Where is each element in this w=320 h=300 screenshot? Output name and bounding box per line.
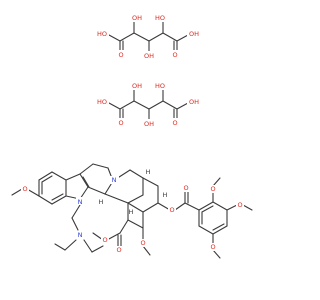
svg-text:N: N bbox=[112, 176, 117, 184]
atom-label: O bbox=[116, 50, 125, 59]
atom-label: H bbox=[163, 191, 168, 199]
bonds bbox=[108, 21, 189, 54]
atom-label: HO bbox=[154, 14, 167, 22]
svg-text:O: O bbox=[116, 246, 121, 254]
svg-text:OH: OH bbox=[144, 52, 154, 60]
atom-label: HO bbox=[95, 98, 109, 107]
atom-label: OH bbox=[102, 110, 103, 111]
atom-label: O bbox=[116, 118, 125, 127]
svg-text:H: H bbox=[99, 198, 104, 206]
atom-label: OH bbox=[187, 98, 201, 107]
svg-text:OH: OH bbox=[144, 120, 154, 128]
atom-label: O bbox=[209, 243, 217, 251]
atom-label: OH bbox=[187, 30, 201, 39]
svg-text:OH: OH bbox=[189, 98, 199, 106]
svg-text:O: O bbox=[118, 119, 123, 127]
alkaloid-molecule: O N N N H H H H O O O O O O O O O bbox=[11, 163, 253, 259]
svg-text:OH: OH bbox=[132, 82, 142, 90]
svg-text:O: O bbox=[102, 236, 107, 244]
svg-text:O: O bbox=[172, 51, 177, 59]
svg-text:HO: HO bbox=[97, 98, 107, 106]
svg-text:HO: HO bbox=[155, 14, 165, 22]
svg-text:O: O bbox=[237, 201, 242, 209]
bonds bbox=[108, 89, 189, 122]
atom-label: O bbox=[139, 239, 147, 247]
svg-text:O: O bbox=[140, 239, 145, 247]
tartaric-acid-2: O OH HO OH O OH HO OH bbox=[95, 82, 201, 128]
svg-text:O: O bbox=[22, 185, 27, 193]
svg-text:O: O bbox=[183, 184, 188, 192]
atom-label: O bbox=[171, 118, 180, 127]
atom-label: OH bbox=[143, 51, 156, 60]
svg-text:O: O bbox=[210, 185, 215, 193]
svg-text:O: O bbox=[210, 243, 215, 251]
atom-label: O bbox=[171, 50, 180, 59]
svg-text:N: N bbox=[78, 198, 83, 206]
atom-label: O bbox=[236, 201, 244, 209]
atom-label: O bbox=[101, 236, 109, 244]
svg-text:HO: HO bbox=[97, 30, 107, 38]
atom-label: N bbox=[110, 176, 119, 184]
svg-text:H: H bbox=[146, 168, 151, 176]
atom-label: OH bbox=[130, 82, 142, 90]
atom-label: O bbox=[115, 246, 123, 254]
molecule-canvas: O OH HO OH O OH HO OH O O bbox=[11, 14, 253, 259]
atom-label: HO bbox=[154, 82, 167, 90]
atom-label: O bbox=[168, 206, 176, 214]
atom-label: N bbox=[76, 197, 85, 206]
atom-label: H bbox=[146, 168, 151, 176]
atom-label: OH bbox=[143, 119, 156, 128]
structure-diagram: O OH HO OH O OH HO OH O O bbox=[11, 14, 253, 259]
svg-text:N: N bbox=[78, 231, 83, 239]
atom-label: H bbox=[99, 198, 104, 206]
atom-label: O bbox=[182, 184, 190, 192]
atom-label: N bbox=[76, 231, 85, 239]
atom-label: OH bbox=[130, 14, 142, 22]
atom-label: O bbox=[209, 185, 217, 193]
svg-text:OH: OH bbox=[189, 30, 199, 38]
svg-text:O: O bbox=[169, 206, 174, 214]
atom-label: H bbox=[129, 208, 134, 216]
svg-text:H: H bbox=[163, 191, 168, 199]
svg-text:H: H bbox=[129, 208, 134, 216]
svg-text:O: O bbox=[172, 119, 177, 127]
svg-text:HO: HO bbox=[155, 82, 165, 90]
atom-label: HO bbox=[95, 30, 109, 39]
tartaric-acid-1: O OH HO OH O OH HO OH bbox=[95, 14, 201, 60]
atom-label: OH bbox=[102, 41, 103, 42]
svg-text:OH: OH bbox=[132, 14, 142, 22]
svg-text:O: O bbox=[118, 51, 123, 59]
atom-label: O bbox=[21, 185, 29, 193]
